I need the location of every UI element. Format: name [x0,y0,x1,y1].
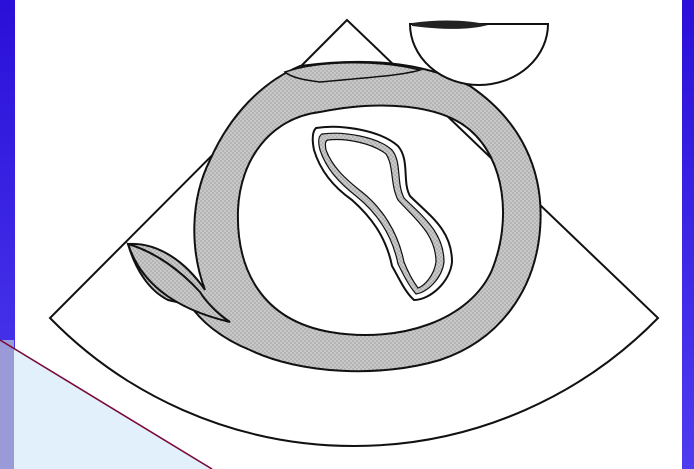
corner-edge-strip [0,340,14,469]
